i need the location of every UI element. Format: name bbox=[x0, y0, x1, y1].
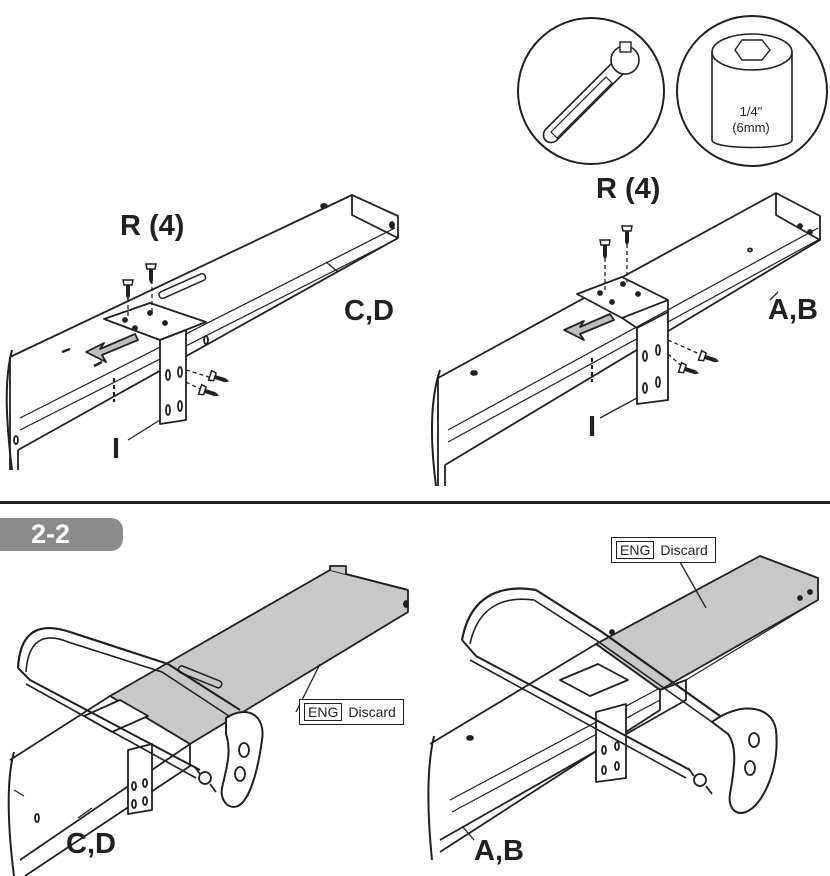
screw-label-left: R (4) bbox=[120, 210, 185, 242]
socket-size-metric: (6mm) bbox=[732, 120, 770, 136]
bracket-label-right: I bbox=[588, 411, 597, 443]
rail-label-ab-top: A,B bbox=[768, 294, 818, 326]
wrench-tool-circle bbox=[517, 17, 665, 165]
rail-ab-cut-bottom bbox=[427, 555, 819, 861]
rail-ab-assembly-top bbox=[430, 192, 821, 487]
rail-cd-cut-bottom bbox=[7, 565, 409, 876]
eng-tag-left: ENG bbox=[304, 703, 343, 721]
section-divider bbox=[0, 501, 830, 504]
bracket-label-left: I bbox=[112, 433, 121, 465]
socket-size-imperial: 1/4" bbox=[739, 104, 763, 119]
socket-tool-circle bbox=[676, 15, 828, 167]
screw-label-right: R (4) bbox=[596, 173, 661, 205]
rail-label-cd-top: C,D bbox=[344, 295, 394, 327]
rail-label-cd-bottom: C,D bbox=[66, 828, 116, 860]
discard-tag-left: ENG Discard bbox=[299, 699, 404, 725]
discard-tag-right: ENG Discard bbox=[611, 537, 716, 563]
discard-text-right: Discard bbox=[660, 542, 708, 558]
eng-tag-right: ENG bbox=[616, 541, 655, 559]
socket-size-text: 1/4" (6mm) bbox=[718, 104, 784, 137]
discard-text-left: Discard bbox=[348, 704, 396, 720]
step-number-badge: 2-2 bbox=[0, 518, 123, 551]
rail-label-ab-bottom: A,B bbox=[474, 835, 524, 867]
rail-cd-assembly-top bbox=[5, 194, 399, 471]
